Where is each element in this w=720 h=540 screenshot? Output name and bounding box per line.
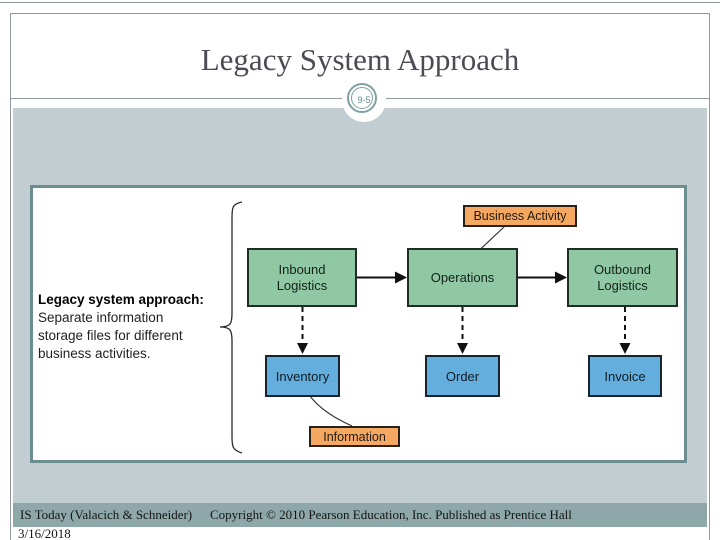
- badge-outer-ring: [347, 83, 377, 113]
- footer-copyright: Copyright © 2010 Pearson Education, Inc.…: [210, 507, 572, 522]
- caption-line: Separate information: [38, 310, 164, 325]
- box-text: Outbound: [593, 261, 652, 277]
- footer-book-title: IS Today (Valacich & Schneider): [20, 507, 193, 522]
- box-text: Inbound: [278, 261, 326, 277]
- inbound-logistics-box: Inbound Logistics: [247, 248, 357, 307]
- footer-date: 3/16/2018: [18, 526, 71, 540]
- page-number-badge: 9-5: [342, 78, 386, 122]
- right-frame-line: [709, 13, 710, 540]
- page-number: 9-5: [357, 95, 371, 105]
- top-frame-line: [0, 2, 720, 3]
- box-text: Inventory: [275, 368, 330, 384]
- diagram-connectors: [219, 201, 631, 454]
- information-label: Information: [309, 426, 400, 447]
- slide-title: Legacy System Approach: [200, 42, 520, 77]
- information-text: Information: [323, 429, 386, 444]
- diagram-inner: Legacy system approach: Separate informa…: [33, 188, 684, 460]
- order-box: Order: [425, 355, 500, 397]
- box-text: Operations: [430, 269, 495, 285]
- box-text: Order: [445, 368, 480, 384]
- operations-box: Operations: [407, 248, 518, 307]
- curly-brace: [219, 201, 243, 454]
- business-activity-label: Business Activity: [463, 205, 577, 227]
- left-frame-line: [10, 13, 11, 540]
- caption-line: business activities.: [38, 346, 151, 361]
- inventory-box: Inventory: [265, 355, 340, 397]
- box-text: Logistics: [597, 277, 648, 293]
- invoice-box: Invoice: [588, 355, 662, 397]
- box-text: Logistics: [276, 277, 328, 293]
- legacy-system-diagram: Legacy system approach: Separate informa…: [30, 185, 687, 463]
- footer-band: [13, 503, 707, 527]
- badge-inner-ring: [351, 87, 373, 109]
- business-activity-text: Business Activity: [473, 209, 567, 223]
- diagram-caption: Legacy system approach: Separate informa…: [38, 291, 218, 363]
- caption-heading: Legacy system approach:: [38, 292, 204, 307]
- caption-line: storage files for different: [38, 328, 183, 343]
- title-box-top-border: [10, 13, 710, 14]
- box-text: Invoice: [604, 368, 646, 384]
- outbound-logistics-box: Outbound Logistics: [567, 248, 678, 307]
